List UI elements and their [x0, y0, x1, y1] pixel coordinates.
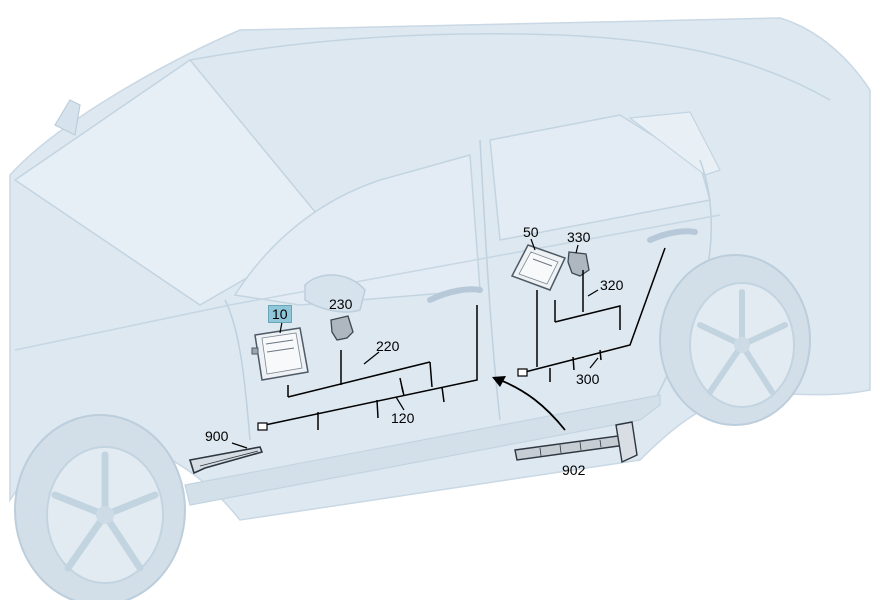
callout-330[interactable]: 330 — [567, 229, 591, 245]
callout-900[interactable]: 900 — [205, 428, 229, 444]
callout-50[interactable]: 50 — [523, 224, 539, 240]
front-door-seam — [224, 139, 501, 441]
callout-120[interactable]: 120 — [391, 410, 415, 426]
callout-902[interactable]: 902 — [562, 462, 586, 478]
callout-300[interactable]: 300 — [576, 371, 600, 387]
rear-door-handle — [647, 228, 698, 243]
leader-lines — [231, 238, 599, 449]
front-connector — [330, 315, 354, 341]
front-door-handle — [427, 286, 483, 303]
rear-wheel — [659, 254, 811, 426]
car-silhouette — [9, 17, 871, 600]
side-mirror — [304, 274, 366, 313]
front-door-harness — [257, 305, 478, 431]
front-wheel — [14, 414, 186, 600]
callout-220[interactable]: 220 — [376, 338, 400, 354]
callout-320[interactable]: 320 — [600, 277, 624, 293]
rear-door-control-unit — [510, 244, 567, 291]
sill — [184, 394, 661, 506]
bolt-902 — [514, 421, 638, 464]
callout-230[interactable]: 230 — [329, 296, 353, 312]
rear-door-window — [489, 114, 711, 241]
callout-10[interactable]: 10 — [268, 305, 292, 323]
front-door-window — [233, 154, 481, 306]
rear-connector — [567, 251, 590, 277]
antenna — [54, 99, 81, 136]
rear-quarter-window — [628, 111, 721, 176]
roof-line — [189, 32, 831, 101]
sill-trim-strip — [188, 446, 264, 475]
installation-arrow — [492, 376, 566, 431]
rear-door-harness — [517, 247, 666, 382]
front-door-control-unit — [251, 327, 309, 381]
